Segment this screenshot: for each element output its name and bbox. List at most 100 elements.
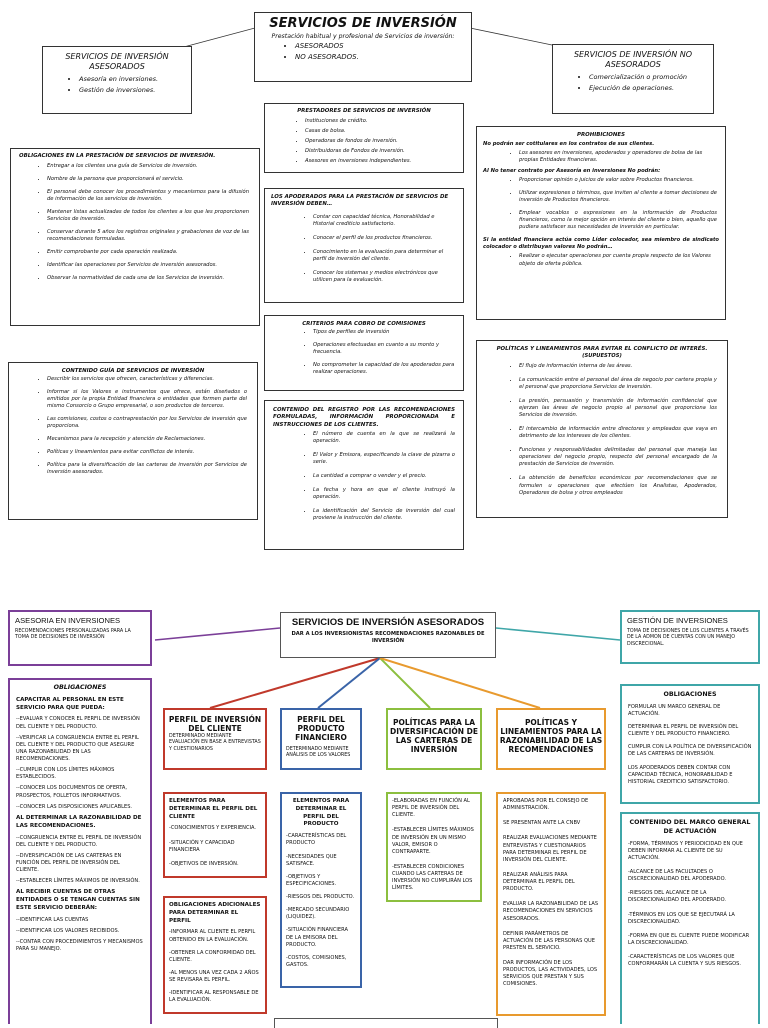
- contenido-registro-box: CONTENIDO DEL REGISTRO POR LAS RECOMENDA…: [264, 400, 464, 550]
- main-subtitle: Prestación habitual y profesional de Ser…: [271, 33, 455, 40]
- list-item: REALIZAR ANÁLISIS PARA DETERMINAR EL PER…: [503, 871, 575, 893]
- obligaciones-title: OBLIGACIONES EN LA PRESTACIÓN DE SERVICI…: [19, 153, 216, 159]
- list-item: --DIVERSIFICACIÓN DE LAS CARTERAS EN FUN…: [16, 852, 122, 873]
- list-item: -INFORMAR AL CLIENTE EL PERFIL OBTENIDO …: [169, 929, 256, 943]
- oblig-left-box: OBLIGACIONES CAPACITAR AL PERSONAL EN ES…: [8, 678, 152, 1024]
- apoderados-title: LOS APODERADOS PARA LA PRESTACIÓN DE SER…: [271, 194, 449, 208]
- politicas-list: El flujo de información interna de las á…: [477, 363, 727, 496]
- list-item: --ESTABLECER LÍMITES MÁXIMOS DE INVERSIÓ…: [16, 878, 140, 885]
- oblig-left-heading-3: AL RECIBIR CUENTAS DE OTRAS ENTIDADES O …: [16, 889, 140, 911]
- list-item: -CONOCIMIENTOS Y EXPERIENCIA.: [169, 825, 257, 832]
- list-item: -TÉRMINOS EN LOS QUE SE EJECUTARÁ LA DIS…: [628, 911, 735, 925]
- perfil-cliente-title: PERFIL DE INVERSIÓN DEL CLIENTE: [168, 715, 262, 733]
- contenido-guia-title: CONTENIDO GUÍA DE SERVICIOS DE INVERSIÓN: [61, 368, 205, 374]
- elem-cliente-box: ELEMENTOS PARA DETERMINAR EL PERFIL DEL …: [163, 792, 267, 878]
- list-item: El número de cuenta en la que se realiza…: [313, 431, 455, 445]
- list-item: -ELABORADAS EN FUNCIÓN AL PERFIL DE INVE…: [392, 798, 470, 819]
- list-item: La obtención de beneficios económicos po…: [519, 475, 717, 496]
- list-item: NO ASESORADOS.: [295, 53, 471, 61]
- asesoria-title: ASESORIA EN INVERSIONES: [15, 616, 121, 625]
- main-title: SERVICIOS DE INVERSIÓN: [269, 16, 457, 31]
- list-item: ASESORADOS: [295, 42, 471, 50]
- list-item: La cantidad a comprar o vender y el prec…: [313, 473, 455, 480]
- list-item: Proporcionar opinión o juicios de valor …: [519, 177, 717, 184]
- list-item: -OBJETIVOS Y ESPECIFICACIONES.: [286, 873, 337, 887]
- oblig-right-box: OBLIGACIONES FORMULAR UN MARCO GENERAL D…: [620, 684, 760, 804]
- no-asesorados-list: Comercialización o promoción Ejecución d…: [553, 73, 713, 92]
- oblig-left-heading-1: CAPACITAR AL PERSONAL EN ESTE SERVICIO P…: [16, 696, 124, 711]
- list-item: --CONTAR CON PROCEDIMIENTOS Y MECANISMOS…: [16, 938, 143, 953]
- asesorados-list: Asesoría en inversiones. Gestión de inve…: [43, 75, 191, 94]
- list-item: -RIESGOS DEL PRODUCTO.: [286, 894, 355, 901]
- politicas-box: POLÍTICAS Y LINEAMIENTOS PARA EVITAR EL …: [476, 340, 728, 518]
- list-item: La fecha y hora en que el cliente instru…: [313, 487, 455, 501]
- list-item: -CARACTERÍSTICAS DEL PRODUCTO: [286, 833, 347, 847]
- list-item: Conocimiento en la evaluación para deter…: [313, 249, 455, 263]
- list-item: Política para la diversificación de las …: [47, 462, 247, 476]
- list-item: El Valor y Emisora, especificando la cla…: [313, 452, 455, 466]
- list-item: Identificar las operaciones por Servicio…: [47, 262, 249, 269]
- perfil-producto-box: PERFIL DEL PRODUCTO FINANCIERO DETERMINA…: [280, 708, 362, 770]
- list-item: La identificación del Servicio de invers…: [313, 508, 455, 522]
- list-item: -ESTABLECER CONDICIONES CUANDO LAS CARTE…: [392, 863, 473, 892]
- list-item: Operaciones efectuadas en cuanto a su mo…: [313, 342, 455, 356]
- list-item: El flujo de información interna de las á…: [519, 363, 717, 370]
- list-item: Observar la normatividad de cada una de …: [47, 275, 249, 282]
- main-list: ASESORADOS NO ASESORADOS.: [255, 42, 471, 61]
- list-item: --CUMPLIR CON LOS LÍMITES MÁXIMOS ESTABL…: [16, 767, 115, 781]
- prohibiciones-list-2: Proporcionar opinión o juicios de valor …: [477, 177, 725, 231]
- gestion-title: GESTIÓN DE INVERSIONES: [627, 616, 728, 625]
- list-item: APROBADAS POR EL CONSEJO DE ADMINISTRACI…: [503, 798, 589, 812]
- list-item: --VERIFICAR LA CONGRUENCIA ENTRE EL PERF…: [16, 734, 139, 763]
- list-item: Informar si los Valores e instrumentos q…: [47, 389, 247, 410]
- list-item: EVALUAR LA RAZONABILIDAD DE LAS RECOMEND…: [503, 901, 599, 922]
- oblig-right-title: OBLIGACIONES: [663, 691, 717, 698]
- bottom-main-box: SERVICIOS DE INVERSIÓN ASESORADOS DAR A …: [280, 612, 496, 658]
- list-item: No comprometer la capacidad de los apode…: [313, 362, 455, 376]
- list-item: La comunicación entre el personal del ár…: [519, 377, 717, 391]
- prohibiciones-intro-1: No podrán ser cotitulares en los contrat…: [483, 141, 655, 148]
- list-item: DETERMINAR EL PERFIL DE INVERSIÓN DEL CL…: [628, 724, 739, 738]
- list-item: Tipos de perfiles de inversión: [313, 329, 455, 336]
- list-item: --CONGRUENCIA ENTRE EL PERFIL DE INVERSI…: [16, 834, 142, 848]
- politicas-raz-box: POLÍTICAS Y LINEAMIENTOS PARA LA RAZONAB…: [496, 708, 606, 770]
- no-asesorados-title: SERVICIOS DE INVERSIÓN NO ASESORADOS: [573, 50, 693, 69]
- bottom-footer-box: [274, 1018, 498, 1028]
- list-item: Asesoría en inversiones.: [79, 75, 191, 83]
- criterios-box: CRITERIOS PARA COBRO DE COMISIONES Tipos…: [264, 315, 464, 391]
- raz-detail-box: APROBADAS POR EL CONSEJO DE ADMINISTRACI…: [496, 792, 606, 1016]
- criterios-title: CRITERIOS PARA COBRO DE COMISIONES: [302, 321, 426, 327]
- list-item: -OBJETIVOS DE INVERSIÓN.: [169, 860, 239, 867]
- main-services-box: SERVICIOS DE INVERSIÓN Prestación habitu…: [254, 12, 472, 82]
- list-item: -OBTENER LA CONFORMIDAD DEL CLIENTE.: [169, 949, 256, 963]
- list-item: Conocer los sistemas y medios electrónic…: [313, 270, 455, 284]
- list-item: -ALCANCE DE LAS FACULTADES O DISCRECIONA…: [628, 869, 726, 883]
- list-item: Conocer el perfil de los productos finan…: [313, 235, 455, 242]
- list-item: DEFINIR PARÁMETROS DE ACTUACIÓN DE LAS P…: [503, 930, 595, 951]
- prohibiciones-list-1: Los asesores en inversiones, apoderados …: [477, 150, 725, 164]
- list-item: CUMPLIR CON LA POLÍTICA DE DIVERSIFICACI…: [628, 744, 752, 758]
- list-item: -SITUACIÓN Y CAPACIDAD FINANCIERA: [169, 839, 235, 853]
- prohibiciones-intro-2: Al No tener contrato por Asesoría en inv…: [483, 168, 661, 175]
- list-item: --CONOCER LOS DOCUMENTOS DE OFERTA, PROS…: [16, 785, 128, 799]
- list-item: -RIESGOS DEL ALCANCE DE LA DISCRECIONALI…: [628, 890, 726, 904]
- marco-title: CONTENIDO DEL MARCO GENERAL DE ACTUACIÓN: [629, 819, 751, 835]
- list-item: Gestión de inversiones.: [79, 86, 191, 94]
- asesorados-title: SERVICIOS DE INVERSIÓN ASESORADOS: [65, 52, 169, 71]
- list-item: LOS APODERADOS DEBEN CONTAR CON CAPACIDA…: [628, 764, 733, 785]
- list-item: --CONOCER LAS DISPOSICIONES APLICABLES.: [16, 803, 133, 810]
- list-item: --IDENTIFICAR LOS VALORES RECIBIDOS.: [16, 927, 120, 934]
- list-item: -CARACTERÍSTICAS DE LOS VALORES QUE CONF…: [628, 954, 742, 968]
- list-item: Comercialización o promoción: [589, 73, 713, 81]
- list-item: Utilizar expresiones o términos, que inv…: [519, 190, 717, 204]
- list-item: --EVALUAR Y CONOCER EL PERFIL DE INVERSI…: [16, 716, 140, 730]
- oblig-left-title: OBLIGACIONES: [53, 684, 107, 691]
- asesoria-desc: RECOMENDACIONES PERSONALIZADAS PARA LA T…: [15, 629, 131, 641]
- politicas-div-box: POLÍTICAS PARA LA DIVERSIFICACIÓN DE LAS…: [386, 708, 482, 770]
- div-detail-box: -ELABORADAS EN FUNCIÓN AL PERFIL DE INVE…: [386, 792, 482, 902]
- oblig-adic-title: OBLIGACIONES ADICIONALES PARA DETERMINAR…: [169, 902, 261, 924]
- list-item: Los asesores en inversiones, apoderados …: [519, 150, 717, 164]
- oblig-adic-box: OBLIGACIONES ADICIONALES PARA DETERMINAR…: [163, 896, 267, 1014]
- prestadores-box: PRESTADORES DE SERVICIOS DE INVERSIÓN In…: [264, 103, 464, 173]
- list-item: -ESTABLECER LÍMITES MÁXIMOS DE INVERSIÓN…: [392, 827, 474, 855]
